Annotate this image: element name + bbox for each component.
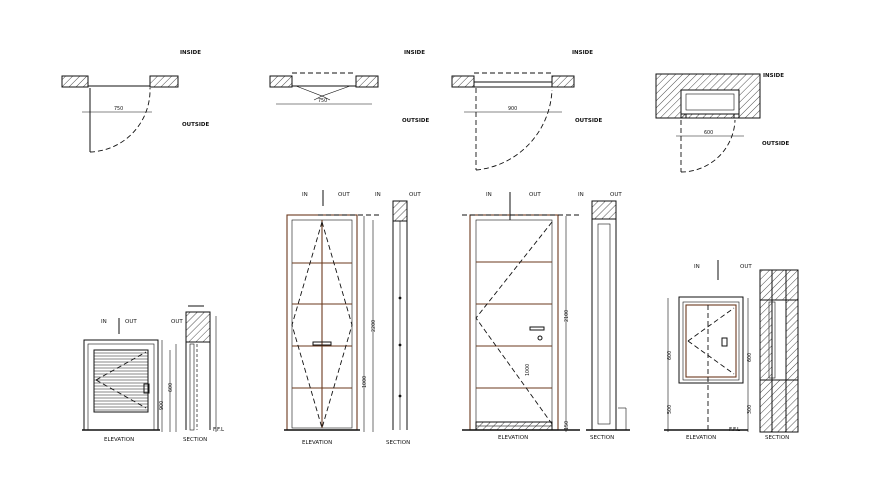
door-1-elevation: IN OUT 900 600 ELEVATION xyxy=(82,318,174,443)
plan1-inside-label: INSIDE xyxy=(180,50,201,56)
door-1-section: OUT SECTION F.F.L xyxy=(171,305,225,443)
d2-out-label: OUT xyxy=(338,192,350,198)
door-3-section: IN OUT SECTION xyxy=(578,192,630,441)
plan1-outside-label: OUTSIDE xyxy=(182,122,209,128)
plan-view-3: 900 INSIDE OUTSIDE xyxy=(451,50,602,171)
d1-dim-a: 900 xyxy=(159,401,165,410)
d4-in-label: IN xyxy=(694,264,700,270)
d4-dim-c: 600 xyxy=(747,353,753,362)
d3-out-label: OUT xyxy=(529,192,541,198)
d1-in-label: IN xyxy=(101,319,107,325)
d3-sec-in-label: IN xyxy=(578,192,584,198)
d1-dim-b: 600 xyxy=(168,383,174,392)
d2-dim-lower: 1000 xyxy=(362,376,368,388)
d3-in-label: IN xyxy=(486,192,492,198)
door-2-section: IN OUT SECTION xyxy=(375,192,421,446)
door-4-section: SECTION xyxy=(759,269,799,441)
plan2-inside-label: INSIDE xyxy=(404,50,425,56)
d3-sec-out-label: OUT xyxy=(610,192,622,198)
plan2-outside-label: OUTSIDE xyxy=(402,118,429,124)
d3-dim-mid: 1000 xyxy=(525,364,531,376)
d3-dim-low: 150 xyxy=(564,421,570,430)
d3-elevation-label: ELEVATION xyxy=(498,435,528,441)
d3-section-label: SECTION xyxy=(590,435,614,441)
plan-view-2: 750 INSIDE OUTSIDE xyxy=(269,50,429,124)
d1-out-label: OUT xyxy=(125,319,137,325)
d2-section-label: SECTION xyxy=(386,440,410,446)
d2-dim-total: 2200 xyxy=(371,320,377,332)
d4-dim-a: 600 xyxy=(667,351,673,360)
plan3-outside-label: OUTSIDE xyxy=(575,118,602,124)
d2-elevation-label: ELEVATION xyxy=(302,440,332,446)
d4-out-label: OUT xyxy=(740,264,752,270)
d1-ffl-label: F.F.L xyxy=(213,427,225,433)
plan3-width-dim: 900 xyxy=(508,106,517,112)
door-4-elevation: IN OUT 600 500 600 300 ELEVATION F.F.L xyxy=(664,260,753,441)
door-3-elevation: IN OUT 2100 1000 150 ELEVATION xyxy=(462,192,580,441)
plan-view-1: 750 INSIDE OUTSIDE xyxy=(61,50,209,153)
d2-sec-out-label: OUT xyxy=(409,192,421,198)
plan-view-4: 600 INSIDE OUTSIDE xyxy=(655,73,789,173)
plan1-width-dim: 750 xyxy=(114,106,123,112)
d2-sec-in-label: IN xyxy=(375,192,381,198)
plan3-inside-label: INSIDE xyxy=(572,50,593,56)
d4-ffl-label: F.F.L xyxy=(729,427,741,433)
d4-elevation-label: ELEVATION xyxy=(686,435,716,441)
d1-elevation-label: ELEVATION xyxy=(104,437,134,443)
plan4-width-dim: 600 xyxy=(704,130,713,136)
plan4-inside-label: INSIDE xyxy=(763,73,784,79)
plan4-outside-label: OUTSIDE xyxy=(762,141,789,147)
door-2-elevation: IN OUT 2200 1000 ELEVATION xyxy=(284,190,380,446)
d3-dim-total: 2100 xyxy=(564,310,570,322)
d1-section-label: SECTION xyxy=(183,437,207,443)
d2-in-label: IN xyxy=(302,192,308,198)
d4-section-label: SECTION xyxy=(765,435,789,441)
d4-dim-b: 500 xyxy=(667,405,673,414)
plan2-width-dim: 750 xyxy=(318,98,327,104)
d1-sec-out-label: OUT xyxy=(171,319,183,325)
d4-dim-d: 300 xyxy=(747,405,753,414)
